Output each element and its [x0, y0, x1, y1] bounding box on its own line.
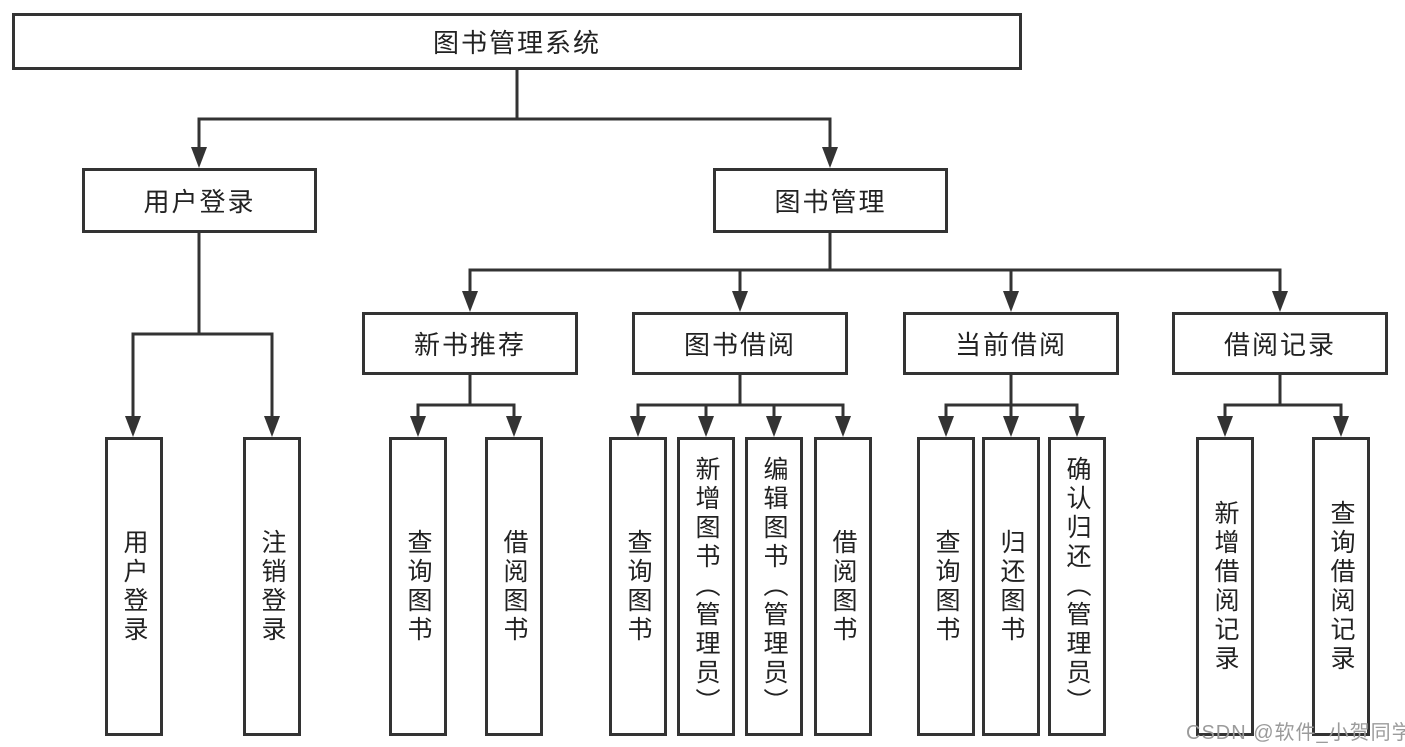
- leaf-br-query-record: 查询借阅记录: [1312, 437, 1370, 736]
- node-current-borrow: 当前借阅: [903, 312, 1119, 375]
- node-book-management: 图书管理: [713, 168, 948, 233]
- leaf-br-add-record: 新增借阅记录: [1196, 437, 1254, 736]
- node-new-book-recommend: 新书推荐: [362, 312, 578, 375]
- node-borrow-record: 借阅记录: [1172, 312, 1388, 375]
- leaf-cb-return-book: 归还图书: [982, 437, 1040, 736]
- watermark: CSDN @软件_小贺同学: [1186, 722, 1405, 744]
- connector-book-borrow-to-leaves: [630, 375, 851, 437]
- connector-user-login-to-leaves: [125, 233, 280, 437]
- leaf-nb-borrow-book: 借阅图书: [485, 437, 543, 736]
- node-book-borrow: 图书借阅: [632, 312, 848, 375]
- leaf-bb-query-book: 查询图书: [609, 437, 667, 736]
- leaf-bb-borrow-book: 借阅图书: [814, 437, 872, 736]
- leaf-nb-query-book: 查询图书: [389, 437, 447, 736]
- connector-new-book-recommend-to-leaves: [410, 375, 522, 437]
- leaf-user-login: 用户登录: [105, 437, 163, 736]
- connector-root-to-level2: [191, 70, 838, 168]
- node-library-management-system: 图书管理系统: [12, 13, 1022, 70]
- connector-book-management-to-level3: [462, 233, 1288, 312]
- leaf-cb-confirm-return-admin: 确认归还（管理员）: [1048, 437, 1106, 736]
- connector-borrow-record-to-leaves: [1217, 375, 1349, 437]
- leaf-bb-edit-book-admin: 编辑图书（管理员）: [745, 437, 803, 736]
- leaf-cb-query-book: 查询图书: [917, 437, 975, 736]
- leaf-bb-add-book-admin: 新增图书（管理员）: [677, 437, 735, 736]
- connector-current-borrow-to-leaves: [938, 375, 1085, 437]
- leaf-logout: 注销登录: [243, 437, 301, 736]
- node-user-login: 用户登录: [82, 168, 317, 233]
